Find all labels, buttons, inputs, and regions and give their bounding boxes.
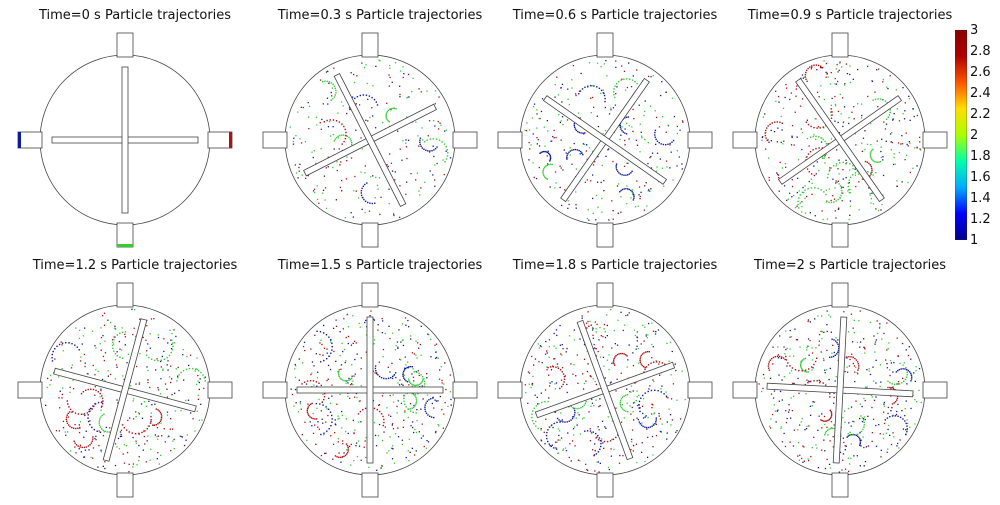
mixer-geometry [732, 32, 948, 248]
impeller-cross [542, 77, 668, 203]
inlet-blue [18, 132, 21, 148]
particles [761, 60, 922, 221]
panel-title: Time=0 s Particle trajectories [10, 8, 260, 24]
impeller-cross [51, 66, 199, 214]
panel-title: Time=0.3 s Particle trajectories [255, 8, 505, 24]
panel-time: Time=1.8 s [512, 258, 592, 273]
panel-title-label: Particle trajectories [591, 258, 718, 273]
colorbar-tick: 1.2 [970, 212, 991, 227]
panel-title: Time=1.5 s Particle trajectories [255, 258, 505, 274]
panel-time: Time=1.5 s [277, 258, 357, 273]
panel-title-label: Particle trajectories [111, 258, 238, 273]
panel-title: Time=1.8 s Particle trajectories [490, 258, 740, 274]
mixer-geometry [262, 32, 478, 248]
colorbar-tick: 2.6 [970, 65, 991, 80]
impeller-cross [296, 316, 444, 464]
colorbar-tick: 1.4 [970, 191, 991, 206]
mixer-geometry [732, 282, 948, 498]
mixer-geometry [497, 32, 713, 248]
panel-t3: Time=0.9 s Particle trajectories [725, 5, 965, 255]
panel-title-label: Particle trajectories [356, 258, 483, 273]
colorbar-tick: 1.8 [970, 149, 991, 164]
panel-t5: Time=1.5 s Particle trajectories [255, 255, 495, 505]
colorbar-tick: 2.2 [970, 107, 991, 122]
panel-t6: Time=1.8 s Particle trajectories [490, 255, 730, 505]
impeller-cross [766, 316, 914, 464]
panel-title: Time=0.6 s Particle trajectories [490, 8, 740, 24]
panel-t1: Time=0.3 s Particle trajectories [255, 5, 495, 255]
colorbar-tick: 2.4 [970, 86, 991, 101]
particles [45, 308, 206, 473]
colorbar-tick: 2.8 [970, 44, 991, 59]
panel-title-label: Particle trajectories [104, 8, 232, 23]
panel-title: Time=0.9 s Particle trajectories [725, 8, 975, 24]
panel-t0: Time=0 s Particle trajectories [10, 5, 250, 255]
colorbar-tick: 1.6 [970, 170, 991, 185]
colorbar-tick: 2 [970, 128, 979, 143]
panel-t4: Time=1.2 s Particle trajectories [10, 255, 250, 505]
mixer-geometry [17, 32, 233, 248]
panel-time: Time=1.2 s [32, 258, 112, 273]
mixer-geometry [262, 282, 478, 498]
colorbar [955, 30, 967, 240]
mixer-geometry [497, 282, 713, 498]
impeller-cross [777, 77, 903, 203]
inlet-green [117, 244, 133, 247]
impeller-cross [534, 319, 676, 461]
panel-title-label: Particle trajectories [356, 8, 483, 23]
panel-t2: Time=0.6 s Particle trajectories [490, 5, 730, 255]
panel-time: Time=2 s [753, 258, 820, 273]
panel-time: Time=0 s [38, 8, 105, 23]
panel-title: Time=1.2 s Particle trajectories [10, 258, 260, 274]
mixer-geometry [17, 282, 233, 498]
panel-title: Time=2 s Particle trajectories [725, 258, 975, 274]
colorbar-tick: 1 [970, 233, 979, 248]
inlet-red [229, 132, 232, 148]
panel-t7: Time=2 s Particle trajectories [725, 255, 965, 505]
colorbar-tick: 3 [970, 23, 979, 38]
impeller-cross [53, 318, 197, 462]
panel-time: Time=0.9 s [747, 8, 827, 23]
panel-title-label: Particle trajectories [591, 8, 718, 23]
particles [524, 60, 684, 221]
panel-time: Time=0.6 s [512, 8, 592, 23]
panel-title-label: Particle trajectories [819, 258, 947, 273]
impeller-cross [303, 73, 437, 207]
panel-title-label: Particle trajectories [826, 8, 953, 23]
panel-time: Time=0.3 s [277, 8, 357, 23]
